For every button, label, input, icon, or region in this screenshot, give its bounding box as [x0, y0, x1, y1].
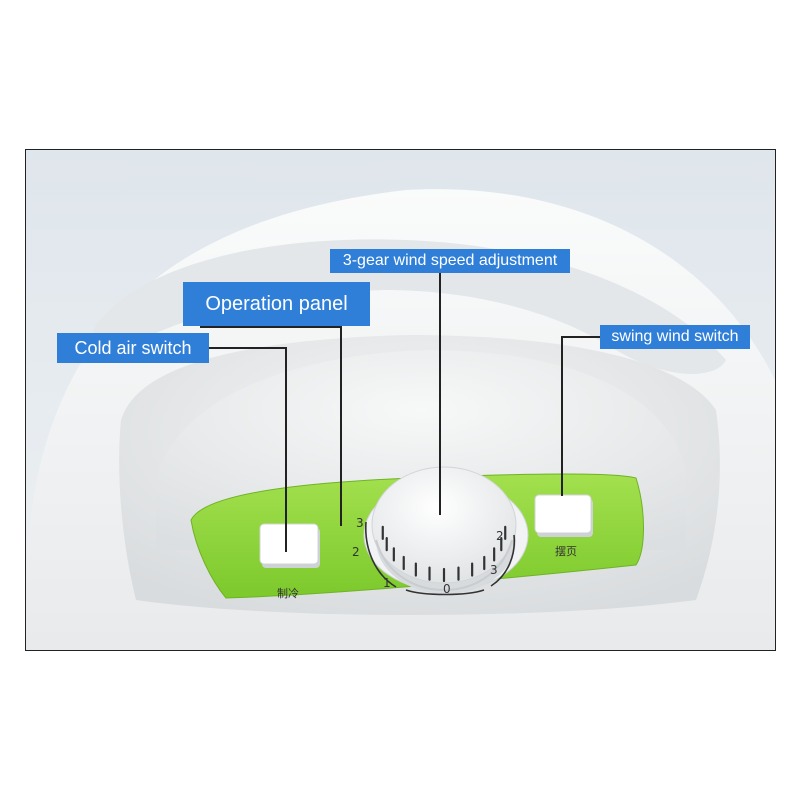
operation-panel-label: Operation panel	[205, 292, 348, 315]
leader-speed-vertical	[439, 273, 441, 515]
operation-panel-callout: Operation panel	[183, 282, 370, 326]
swing-button[interactable]	[534, 494, 593, 537]
product-photo: 制冷 摆页 3 2 1 0 2 3	[25, 149, 776, 651]
dial-arc-bottom	[405, 589, 485, 596]
wind-speed-label: 3-gear wind speed adjustment	[342, 252, 558, 269]
dial-arc-right	[490, 534, 516, 587]
leader-cold-vertical	[285, 347, 287, 552]
speed-knob[interactable]	[371, 466, 517, 594]
dial-number-left-3: 3	[356, 516, 364, 530]
fan-scene: 制冷 摆页 3 2 1 0 2 3	[26, 150, 775, 650]
cold-air-button[interactable]	[259, 523, 320, 568]
swing-wind-switch-label: swing wind switch	[611, 328, 739, 345]
dial-number-0: 0	[443, 582, 451, 596]
leader-panel-horizontal	[200, 326, 342, 328]
knob-grip-ticks	[381, 525, 507, 583]
cold-air-switch-callout: Cold air switch	[57, 333, 209, 363]
handle-opening	[92, 239, 726, 374]
dial-number-left-2: 2	[352, 545, 360, 559]
leader-swing-horizontal	[561, 336, 601, 338]
leader-cold-horizontal	[209, 347, 287, 349]
leader-swing-vertical	[561, 336, 563, 496]
leader-panel-vertical	[340, 326, 342, 526]
dial-number-right-3: 3	[490, 563, 498, 577]
cool-label: 制冷	[277, 587, 299, 600]
swing-label: 摆页	[555, 544, 577, 558]
swing-wind-switch-callout: swing wind switch	[600, 325, 750, 349]
dial-arc-left	[365, 521, 397, 588]
cold-air-switch-label: Cold air switch	[74, 337, 192, 358]
wind-speed-callout: 3-gear wind speed adjustment	[330, 249, 570, 273]
dial-number-right-2: 2	[496, 529, 504, 543]
dial-number-left-1: 1	[383, 576, 391, 590]
